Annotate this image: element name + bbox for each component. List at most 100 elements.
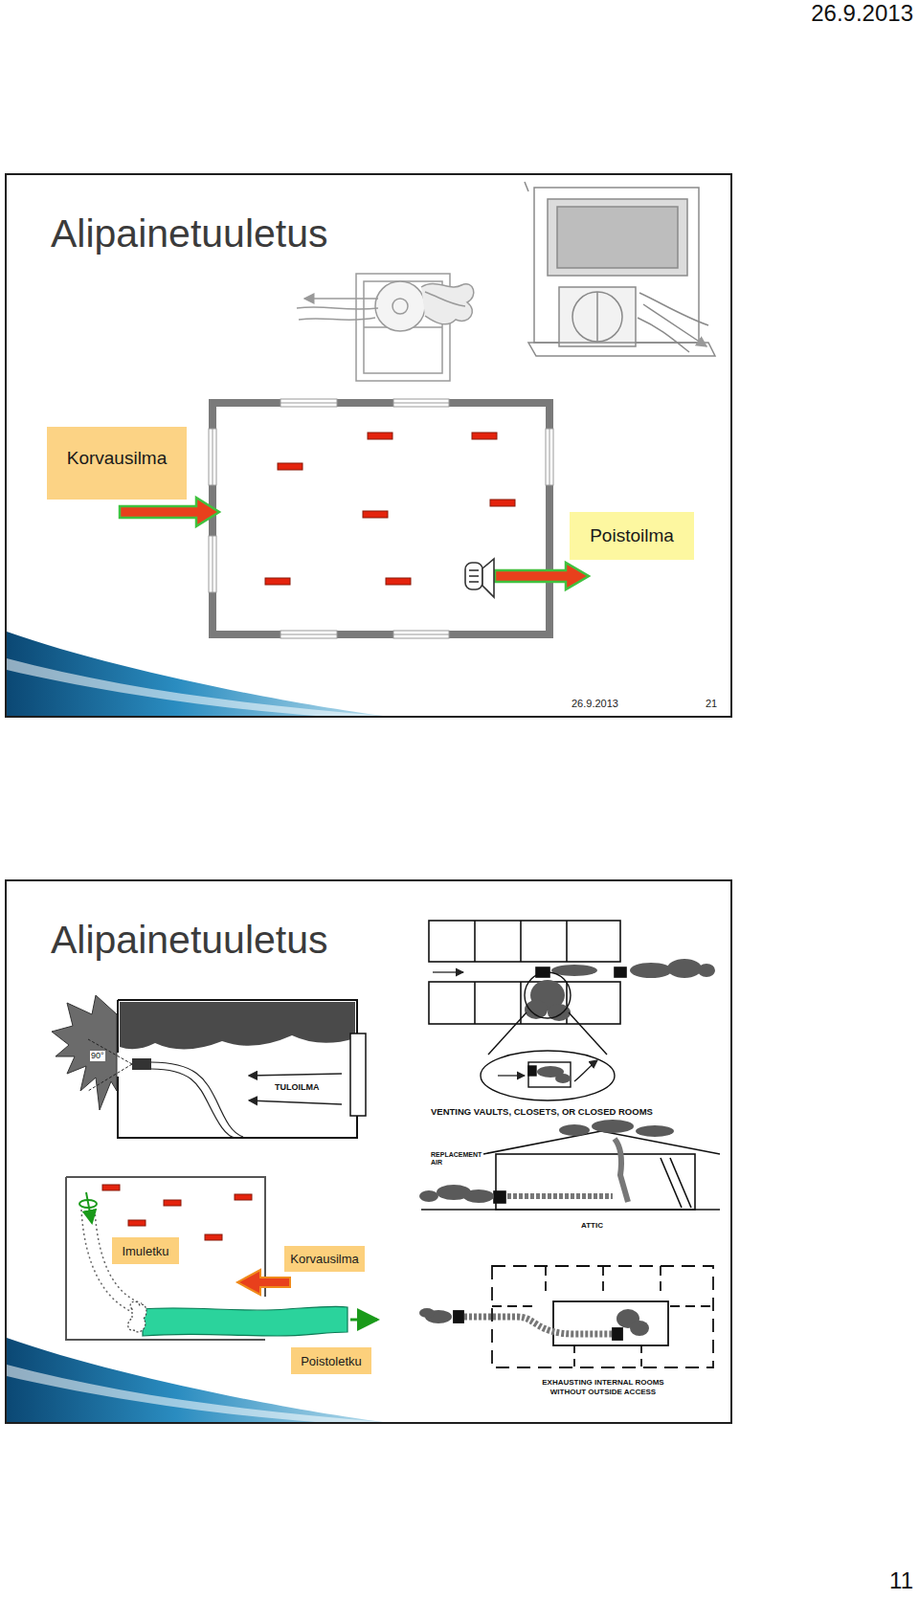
hose-room-sketch [66,1177,378,1341]
magnifier-detail [528,1062,571,1088]
contaminant-mark [128,1220,146,1227]
fan-symbol [469,575,479,578]
slide-swoosh [6,631,383,717]
room-plan [212,403,550,635]
contaminant-mark [385,578,411,585]
room-plan [208,428,217,486]
venting-rooms-sketch [614,967,627,978]
window-fan-sketch [524,181,529,192]
figure-caption: EXHAUSTING INTERNAL ROOMS WITHOUT OUTSID… [531,1378,675,1397]
window-fan-sketch [557,206,678,269]
smoke-room-sketch [51,995,366,1139]
fan-symbol [469,569,479,572]
smoke-room-sketch [117,1000,358,1139]
label-box: Poistoletku [291,1347,372,1375]
room-plan [393,630,449,639]
room-plan [208,536,217,593]
slide-swoosh [6,1338,383,1423]
window-fan-sketch [392,298,408,314]
room-plan [549,428,551,486]
page-date: 26.9.2013 [810,0,914,28]
contaminant-mark [471,432,497,440]
hose-room-sketch [142,1306,348,1337]
window-fan-sketch [296,273,474,382]
box-label: Poistoletku [300,1354,362,1369]
airflow-label: TULOILMA [273,1082,321,1094]
smoke-room-sketch [350,1033,366,1117]
figure-label: ATTIC [580,1221,605,1232]
contaminant-mark [362,511,388,518]
smoke-room-sketch [132,1058,152,1071]
smoke [559,1124,590,1137]
magnifier-detail [574,1060,598,1082]
room-plan [393,399,449,407]
window-fan-sketch [421,283,474,324]
venting-rooms-sketch [473,920,476,963]
smoke [524,1000,548,1020]
floor-plan-sketch [453,1266,714,1368]
window-fan-sketch [547,199,688,276]
slide-swoosh [6,658,383,717]
fan-symbol [465,562,483,590]
smoke [537,1066,571,1084]
smoke-room-sketch [119,1002,356,1051]
window-fan-sketch [572,291,623,342]
magnifier-detail [497,1075,525,1076]
contaminant-mark [163,1200,181,1207]
floor-plan-sketch [492,1305,537,1308]
smoke [629,963,673,979]
attic-house-sketch [495,1154,695,1211]
magnifier-detail [480,972,615,1101]
air-arrow [119,497,220,527]
window-fan-sketch [304,297,379,300]
window-fan-sketch [596,291,599,342]
figure-caption: VENTING VAULTS, CLOSETS, OR CLOSED ROOMS [430,1106,653,1118]
smoke-room-sketch [151,1062,244,1138]
window-fan-sketch [425,291,466,307]
smoke-room-sketch [248,1100,342,1105]
venting-rooms-sketch [428,982,621,1025]
smoke [419,1308,650,1337]
contaminant-mark [265,578,291,585]
fan-symbol [482,559,494,598]
room-plan [545,428,554,486]
slide-title: Alipainetuuletus [50,211,328,257]
floor-plan-sketch [544,1266,547,1298]
label-box: Korvausilma [284,1246,365,1273]
slide-swoosh [6,631,383,717]
floor-plan-sketch [670,1305,714,1308]
fan-symbol [465,559,494,598]
attic-house-sketch [660,1158,692,1209]
smoke-room-sketch [51,995,117,1111]
smoke [419,1190,439,1203]
label-box: Imuletku [112,1237,180,1265]
window-fan-sketch [637,317,690,353]
slide-frame: AlipainetuuletusImuletkuKorvausilmaPoist… [4,879,733,1425]
window-fan-sketch [298,317,376,320]
contaminant-mark [367,432,393,440]
attic-house-sketch [421,1131,720,1211]
venting-rooms-sketch [565,920,568,963]
smoke [635,1125,674,1138]
figure-label: REPLACEMENT AIR [430,1151,493,1168]
window-fan-sketch [528,342,716,357]
room-plan [212,536,214,593]
floor-plan-sketch [459,1317,613,1335]
floor-plan-sketch [659,1266,662,1298]
hose-room-sketch [237,1270,291,1296]
floor-plan-sketch [602,1266,605,1298]
air-arrow [119,497,589,590]
attic-house-sketch [493,1191,506,1204]
contaminant-mark [277,463,303,471]
smoke-room-sketch [151,1069,236,1139]
contaminant-mark [102,1185,252,1241]
smoke [555,1074,571,1084]
room-plan [208,399,554,639]
magnifier-detail [524,972,571,1019]
window-fan-sketch [524,181,716,357]
room-plan [280,630,337,639]
window-fan-sketch [375,281,426,332]
contaminant-mark [234,1194,252,1201]
magnifier-detail [480,1051,615,1101]
